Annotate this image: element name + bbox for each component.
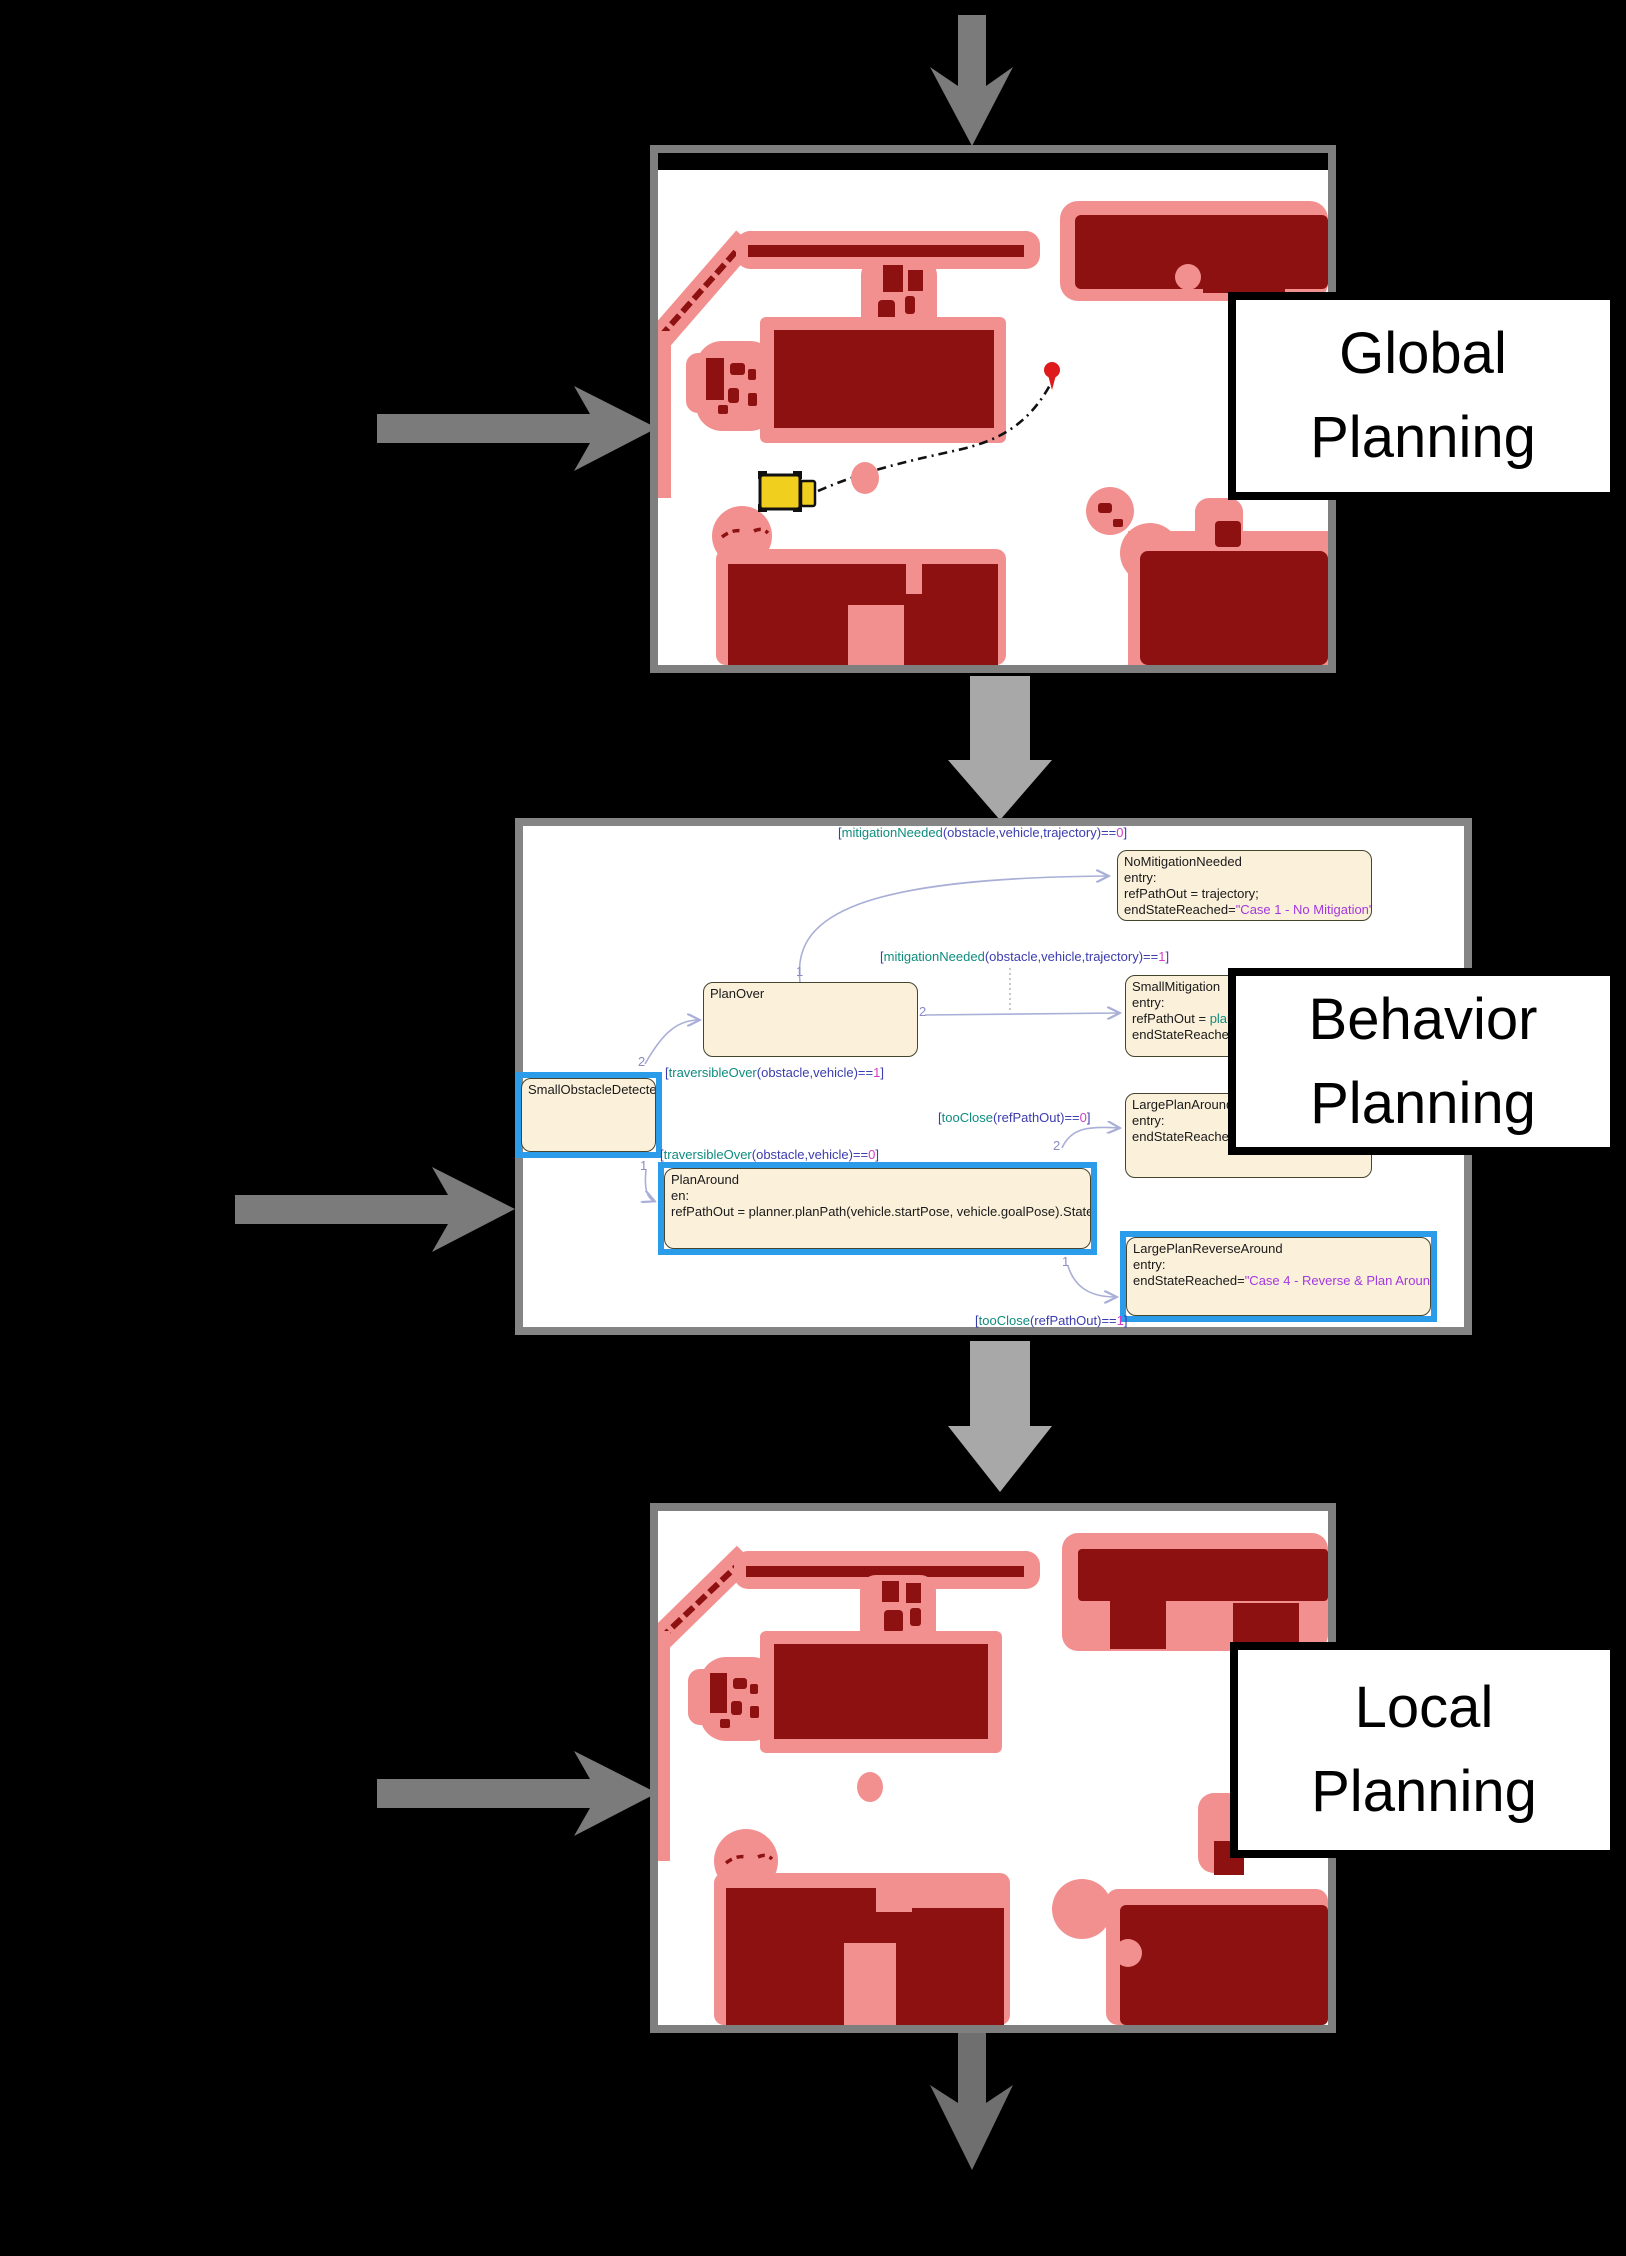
state-highlight-SmallObstacleDetected: SmallObstacleDetected [515, 1072, 662, 1158]
arrow-right-into-local-icon [377, 1751, 657, 1836]
junction-label: 2 [919, 1004, 927, 1019]
state-PlanOver: PlanOver [703, 982, 918, 1057]
global-planning-label: Global Planning [1228, 292, 1618, 500]
transition-label-tooClose-0: [tooClose(refPathOut)==0] [938, 1110, 1091, 1125]
arrow-right-into-behavior-icon [235, 1167, 515, 1252]
behavior-planning-label-line1: Behavior [1308, 986, 1538, 1052]
map-top-black-bar [658, 153, 1328, 170]
global-planning-map-panel [650, 145, 1336, 673]
junction-label: 1 [796, 964, 804, 979]
junction-label: 2 [638, 1054, 646, 1069]
arrow-down-global-to-behavior-icon [948, 676, 1052, 820]
junction-label: 1 [1062, 1254, 1070, 1269]
global-planning-label-line2: Planning [1310, 405, 1536, 470]
arrow-down-bottom-icon [930, 2033, 1013, 2170]
occupancy-map-global [658, 153, 1328, 665]
transition-label-traversibleOver-0: [traversibleOver(obstacle,vehicle)==0] [660, 1147, 879, 1162]
behavior-planning-label-line2: Planning [1310, 1070, 1536, 1136]
transition-label-mitigationNeeded-1: [mitigationNeeded(obstacle,vehicle,traje… [880, 949, 1170, 964]
local-planning-label-line2: Planning [1311, 1759, 1537, 1824]
transition-label-traversibleOver-1: [traversibleOver(obstacle,vehicle)==1] [665, 1065, 884, 1080]
transition-label-tooClose-1: [tooClose(refPathOut)==1] [975, 1313, 1128, 1328]
local-planning-map-panel [650, 1503, 1336, 2033]
local-planning-label-line1: Local [1354, 1675, 1494, 1740]
junction-label: 2 [1053, 1138, 1061, 1153]
local-planning-label: Local Planning [1230, 1642, 1618, 1858]
arrow-down-behavior-to-local-icon [948, 1341, 1052, 1492]
state-SmallObstacleDetected: SmallObstacleDetected [521, 1078, 656, 1152]
transition-label-mitigationNeeded-0: [mitigationNeeded(obstacle,vehicle,traje… [838, 825, 1128, 840]
occupancy-map-local [658, 1533, 1328, 2025]
junction-label: 1 [640, 1158, 648, 1173]
vehicle-icon [758, 471, 817, 512]
global-planning-label-line1: Global [1339, 321, 1507, 386]
statechart-transition-curves [523, 826, 1464, 1327]
arrow-right-into-global-icon [377, 386, 657, 471]
behavior-planning-label: Behavior Planning [1228, 968, 1618, 1155]
arrow-down-top-icon [930, 15, 1013, 146]
goal-marker-icon [1044, 362, 1060, 390]
